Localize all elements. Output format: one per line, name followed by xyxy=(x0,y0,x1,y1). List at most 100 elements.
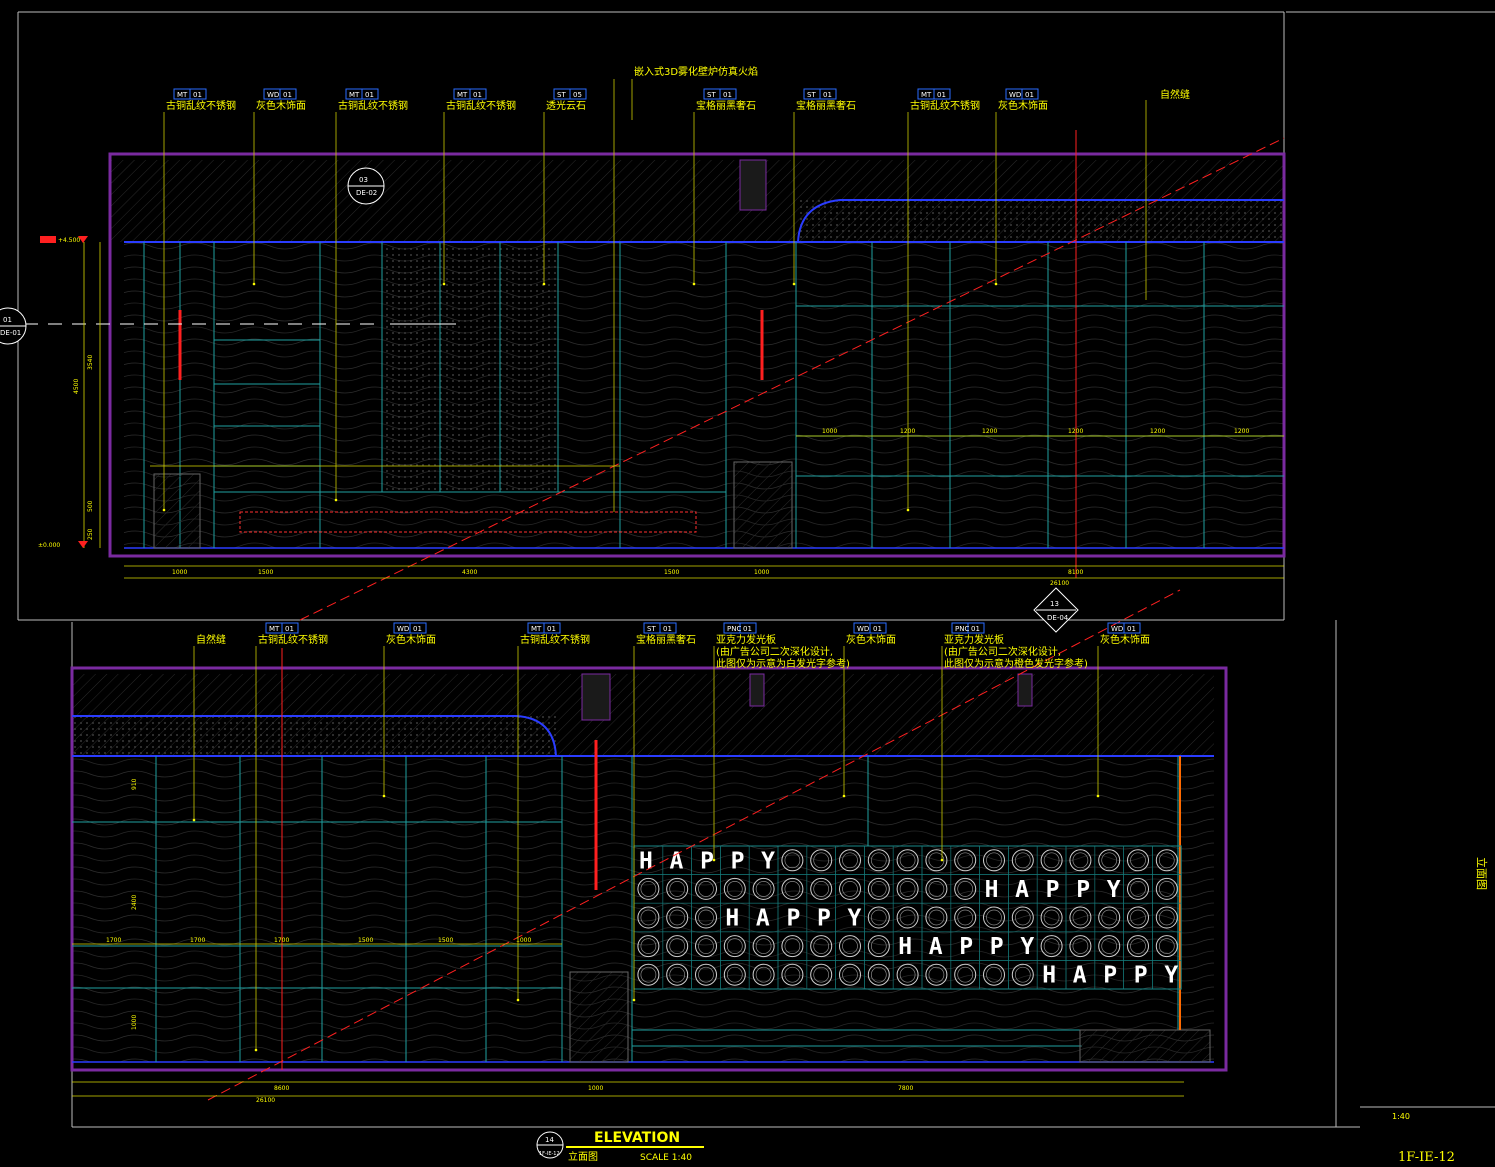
lightbox-ring xyxy=(666,906,689,929)
svg-text:13: 13 xyxy=(1050,600,1059,608)
material-label: 灰色木饰面 xyxy=(998,99,1048,112)
material-number: 01 xyxy=(823,91,832,99)
lightbox-ring xyxy=(781,877,804,900)
material-label: 古铜乱纹不锈钢 xyxy=(910,99,980,112)
lightbox-ring xyxy=(752,935,775,958)
lightbox-ring xyxy=(896,963,919,986)
dim-label: 1000 xyxy=(822,428,837,435)
material-label: 古铜乱纹不锈钢 xyxy=(258,633,328,646)
lightbox-ring xyxy=(637,963,660,986)
svg-text:SCALE 1:40: SCALE 1:40 xyxy=(640,1153,692,1163)
dim-vertical: 910 xyxy=(131,778,138,790)
lightbox-ring xyxy=(695,963,717,986)
top-right-cornice xyxy=(800,200,1284,242)
material-note: 此图仅为示意为橙色发光字参考) xyxy=(944,657,1088,670)
lightbox-ring xyxy=(1127,849,1149,872)
lightbox-ring xyxy=(1155,877,1178,900)
dim-label: 1500 xyxy=(664,569,679,576)
material-label: 宝格丽黑奢石 xyxy=(636,633,696,646)
sheet-number: 1F-IE-12 xyxy=(1398,1150,1455,1165)
svg-text:01: 01 xyxy=(3,316,12,324)
title-block: 14 1F-IE-12 ELEVATION 立面图 SCALE 1:40 立面图… xyxy=(536,857,1489,1165)
lightbox-ring xyxy=(1127,906,1149,929)
top-wall-outline xyxy=(108,152,1286,558)
drawing-title: ELEVATION xyxy=(594,1130,680,1146)
material-number: 01 xyxy=(723,91,732,99)
dim-label: 1000 xyxy=(754,569,769,576)
lightbox-ring xyxy=(954,906,977,929)
dimension-lines xyxy=(72,242,1284,1097)
dim-vertical: 250 xyxy=(87,528,94,540)
svg-text:DE-04: DE-04 xyxy=(1047,614,1069,622)
lightbox-ring xyxy=(1040,849,1063,872)
lightbox-ring xyxy=(867,963,890,986)
material-code: WD xyxy=(1009,91,1021,99)
bottom-callout-0: 自然缝 xyxy=(192,633,226,822)
material-label: 宝格丽黑奢石 xyxy=(696,99,756,112)
lightbox-ring xyxy=(781,935,804,958)
dim-label: 1500 xyxy=(358,937,373,944)
material-code: MT xyxy=(349,91,360,99)
material-note: (由广告公司二次深化设计, xyxy=(944,645,1061,658)
dim-vertical: 4500 xyxy=(73,379,80,394)
lightbox-ring xyxy=(1011,906,1034,929)
dim-label: 1700 xyxy=(190,937,205,944)
material-label: 亚克力发光板 xyxy=(716,633,776,646)
lightbox-ring xyxy=(637,877,660,900)
top-cornice-curve xyxy=(797,199,1284,243)
dim-label: 1200 xyxy=(1150,428,1165,435)
section-cut-lines xyxy=(0,130,1285,1101)
svg-text:DE-01: DE-01 xyxy=(0,329,21,337)
lightbox-ring xyxy=(839,849,861,872)
material-label: 灰色木饰面 xyxy=(386,633,436,646)
lightbox-ring xyxy=(954,849,977,872)
lightbox-ring xyxy=(666,963,689,986)
dim-label: 1200 xyxy=(1234,428,1249,435)
svg-text:±0.000: ±0.000 xyxy=(38,542,60,549)
material-label: 古铜乱纹不锈钢 xyxy=(338,99,408,112)
lightbox-ring xyxy=(1127,935,1149,958)
top-wall-surface xyxy=(124,242,1284,548)
material-code: MT xyxy=(531,625,542,633)
lightbox-ring xyxy=(925,877,948,900)
material-label: 灰色木饰面 xyxy=(1100,633,1150,646)
lightbox-ring xyxy=(867,849,890,872)
lightbox-ring xyxy=(1098,935,1121,958)
fireplace-note: 嵌入式3D雾化壁炉仿真火焰 xyxy=(634,65,758,78)
dim-vertical: 2400 xyxy=(131,895,138,910)
material-note: 此图仅为示意为白发光字参考) xyxy=(716,657,850,670)
bottom-left-cornice xyxy=(72,716,556,756)
material-number: 01 xyxy=(663,625,672,633)
lightbox-ring xyxy=(954,963,977,986)
material-note: (由广告公司二次深化设计, xyxy=(716,645,833,658)
material-label: 古铜乱纹不锈钢 xyxy=(166,99,236,112)
lightbox-ring xyxy=(983,849,1005,872)
lightbox-ring xyxy=(867,906,890,929)
dim-label: 1700 xyxy=(274,937,289,944)
material-number: 01 xyxy=(1025,91,1034,99)
dim-label: 8600 xyxy=(274,1085,289,1092)
material-label: 灰色木饰面 xyxy=(846,633,896,646)
lightbox-ring xyxy=(896,877,919,900)
dim-total: 26100 xyxy=(256,1097,275,1104)
lightbox-ring xyxy=(1127,877,1149,900)
dim-label: 1700 xyxy=(106,937,121,944)
dim-label: 1200 xyxy=(982,428,997,435)
svg-text:03: 03 xyxy=(359,176,368,184)
material-code: ST xyxy=(807,91,816,99)
lightbox-ring xyxy=(983,963,1005,986)
material-label: 透光云石 xyxy=(546,99,586,112)
